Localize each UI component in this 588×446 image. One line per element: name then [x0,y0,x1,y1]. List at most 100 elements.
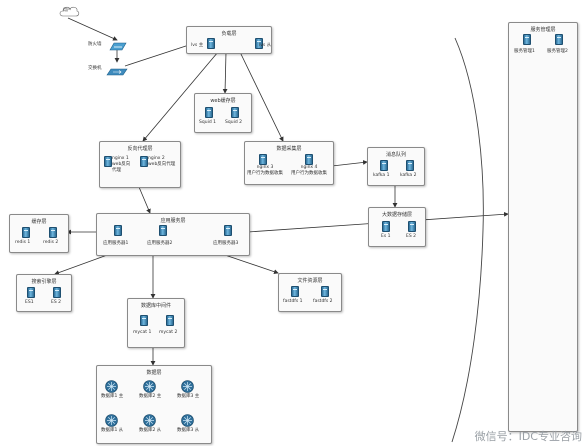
load-balancer-box: 负载层 lvs 主 lvs 从 [186,26,272,54]
edge-lb-proxy [142,51,219,142]
web-cache-title: web缓存层 [210,98,236,104]
load-balancer-title: 负载层 [221,31,237,37]
data-collection-box: 数据采集层 nginx 3 用户行为数据收集 nginx 4 用户行为数据收集 [244,141,334,185]
search-es1-server-icon [27,287,35,298]
search-engine-title: 搜索引擎层 [31,279,57,285]
big-data-box: 大数据存储层 Es 1 ES 2 [368,207,426,247]
app3-label: 应用服务器3 [213,241,239,246]
database-node-label: 数据库2 从 [139,428,162,433]
search-engine-box: 搜索引擎层 ES1 ES 2 [16,274,72,312]
db-middleware-title: 数据库中间件 [140,303,171,309]
database-node-icon [143,412,156,427]
app2-label: 应用服务器2 [147,241,173,246]
search-es2-label: ES 2 [51,300,61,305]
reverse-proxy-box: 反向代理层 nginx 1 web反向 代理 nginx 2 web反向代理 [99,141,181,188]
kafka1-server-icon [380,160,388,171]
mycat1-label: mycat 1 [133,330,152,335]
es1-server-icon [382,221,390,232]
database-node-icon [105,412,118,427]
firewall-icon [108,36,128,51]
database-node-label: 数据库1 主 [101,394,124,399]
redis2-label: redis 2 [43,240,59,245]
message-queue-box: 消息队列 kafka 1 kafka 2 [367,147,425,186]
es2-server-icon [408,221,416,232]
file-storage-title: 文件资源层 [297,278,323,284]
kafka2-label: kafka 2 [400,173,417,178]
squid2-server-icon [231,107,239,118]
fastdfs2-server-icon [321,286,329,297]
edge-app-search [54,253,111,275]
redis1-server-icon [22,227,30,238]
edge-proxy-app [138,186,151,214]
database-title: 数据层 [146,370,162,376]
db-middleware-box: 数据库中间件 mycat 1 mycat 2 [127,298,185,348]
mycat1-server-icon [140,315,148,326]
nginx1-label: nginx 1 web反向 代理 [112,156,131,173]
switch-icon [106,62,128,76]
edge-switch-lb [124,42,193,67]
kafka1-label: kafka 1 [373,173,390,178]
watermark-text: 微信号：IDC专业咨询 [474,430,582,443]
edge-lb-collect [239,51,284,142]
file-storage-box: 文件资源层 fastdfs 1 fastdfs 2 [278,273,342,312]
kafka2-server-icon [406,160,414,171]
nginx3-server-icon [259,154,267,165]
message-queue-title: 消息队列 [385,152,406,158]
edge-collect-kafka [331,160,368,167]
es2-label: ES 2 [406,234,416,239]
squid2-label: Squid 2 [225,120,242,125]
app3-server-icon [224,225,232,236]
firewall-label: 防火墙 [88,42,102,47]
mgmt2-server-icon [555,34,563,45]
database-node-icon [181,378,194,393]
database-node-icon [181,412,194,427]
lvs-slave-server-icon [255,38,263,49]
app-server-box: 应用服务层 应用服务器1 应用服务器2 应用服务器3 [96,213,250,256]
user-label: 用户 [63,7,71,12]
app1-server-icon [114,225,122,236]
reverse-proxy-title: 反向代理层 [127,146,153,152]
app1-label: 应用服务器1 [103,241,129,246]
search-es2-server-icon [53,287,61,298]
lvs-master-server-icon [207,38,215,49]
mgmt1-server-icon [523,34,531,45]
redis2-server-icon [49,227,57,238]
nginx4-label: nginx 4 用户行为数据收集 [291,165,327,176]
fastdfs1-server-icon [291,286,299,297]
nginx2-label: nginx 2 web反向代理 [148,156,176,167]
service-mgmt-box: 服务管理层 服务管理1 服务管理2 [508,22,578,432]
service-mgmt-title: 服务管理层 [530,27,556,33]
edge-user-firewall [67,17,118,41]
cache-box: 缓存层 redis 1 redis 2 [9,214,69,253]
nginx2-server-icon [140,156,148,167]
mgmt1-label: 服务管理1 [514,49,535,54]
database-node-icon [105,378,118,393]
app-server-title: 应用服务层 [160,218,186,224]
brace-curve [451,37,484,443]
redis1-label: redis 1 [15,240,31,245]
lvs-slave-label: lvs 从 [259,43,272,48]
database-node-label: 数据库2 主 [139,394,162,399]
database-node-label: 数据库1 从 [101,428,124,433]
nginx1-server-icon [104,156,112,167]
edge-lb-cache [222,51,228,94]
cache-title: 缓存层 [31,219,47,225]
mgmt2-label: 服务管理2 [547,49,568,54]
edge-app-file [221,253,279,274]
database-node-label: 数据库3 主 [177,394,200,399]
es1-label: Es 1 [381,234,391,239]
database-node-icon [143,378,156,393]
search-es1-label: ES1 [25,300,34,305]
squid1-label: Squid 1 [199,120,216,125]
nginx3-label: nginx 3 用户行为数据收集 [247,165,283,176]
big-data-title: 大数据存储层 [381,212,412,218]
fastdfs1-label: fastdfs 1 [283,299,303,304]
switch-label: 交换机 [88,66,102,71]
web-cache-box: web缓存层 Squid 1 Squid 2 [194,93,252,133]
lvs-master-label: lvs 主 [191,43,204,48]
fastdfs2-label: fastdfs 2 [313,299,333,304]
database-node-label: 数据库3 从 [177,428,200,433]
squid1-server-icon [205,107,213,118]
